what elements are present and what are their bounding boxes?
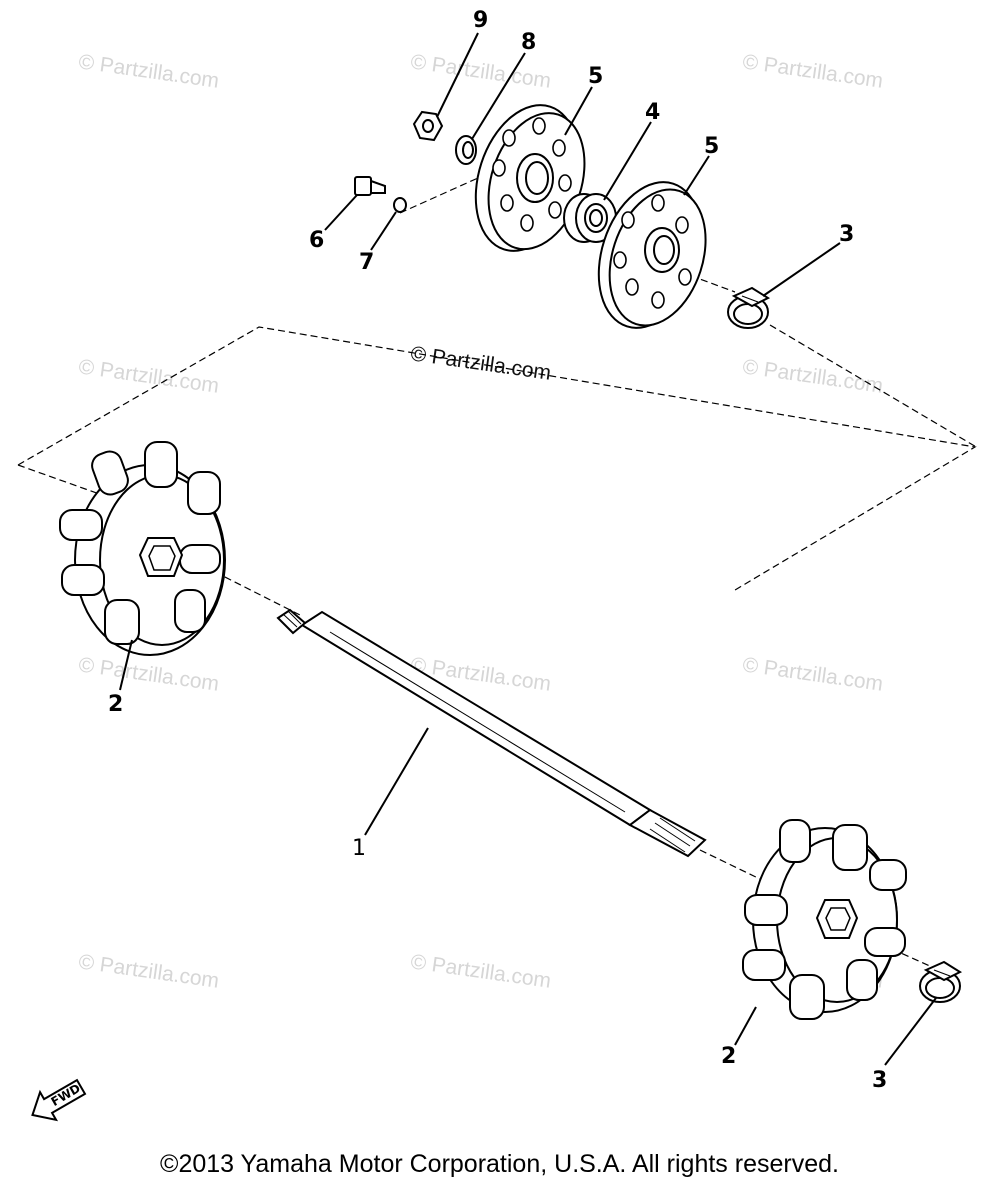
callout-2-right: 2 <box>721 1044 737 1069</box>
bearing <box>563 193 617 243</box>
callout-1: 1 <box>352 836 366 861</box>
callout-8: 8 <box>521 30 537 55</box>
fwd-arrow <box>31 1078 87 1122</box>
callout-2-left: 2 <box>108 692 124 717</box>
callout-4: 4 <box>645 100 661 125</box>
callout-5-upper: 5 <box>588 64 604 89</box>
nut <box>412 110 444 142</box>
leader-lines <box>119 32 937 1066</box>
dashed-assembly-frame <box>17 177 979 968</box>
copyright-notice: ©2013 Yamaha Motor Corporation, U.S.A. A… <box>160 1150 839 1178</box>
callout-3-upper: 3 <box>839 222 855 247</box>
callout-9: 9 <box>473 8 489 33</box>
sprocket-right <box>742 819 907 1020</box>
callout-7: 7 <box>359 250 375 275</box>
clamp-upper <box>727 286 771 329</box>
clamp-lower <box>919 960 963 1003</box>
hub-plate-upper <box>474 104 586 252</box>
bolt <box>354 176 386 196</box>
hub-plate-lower <box>597 181 707 329</box>
callout-3-lower: 3 <box>872 1068 888 1093</box>
lock-washer <box>393 197 407 213</box>
washer <box>455 135 477 165</box>
drive-shaft <box>276 608 707 858</box>
sprocket-left <box>59 441 226 656</box>
callout-5-lower: 5 <box>704 134 720 159</box>
callout-6: 6 <box>309 228 325 253</box>
